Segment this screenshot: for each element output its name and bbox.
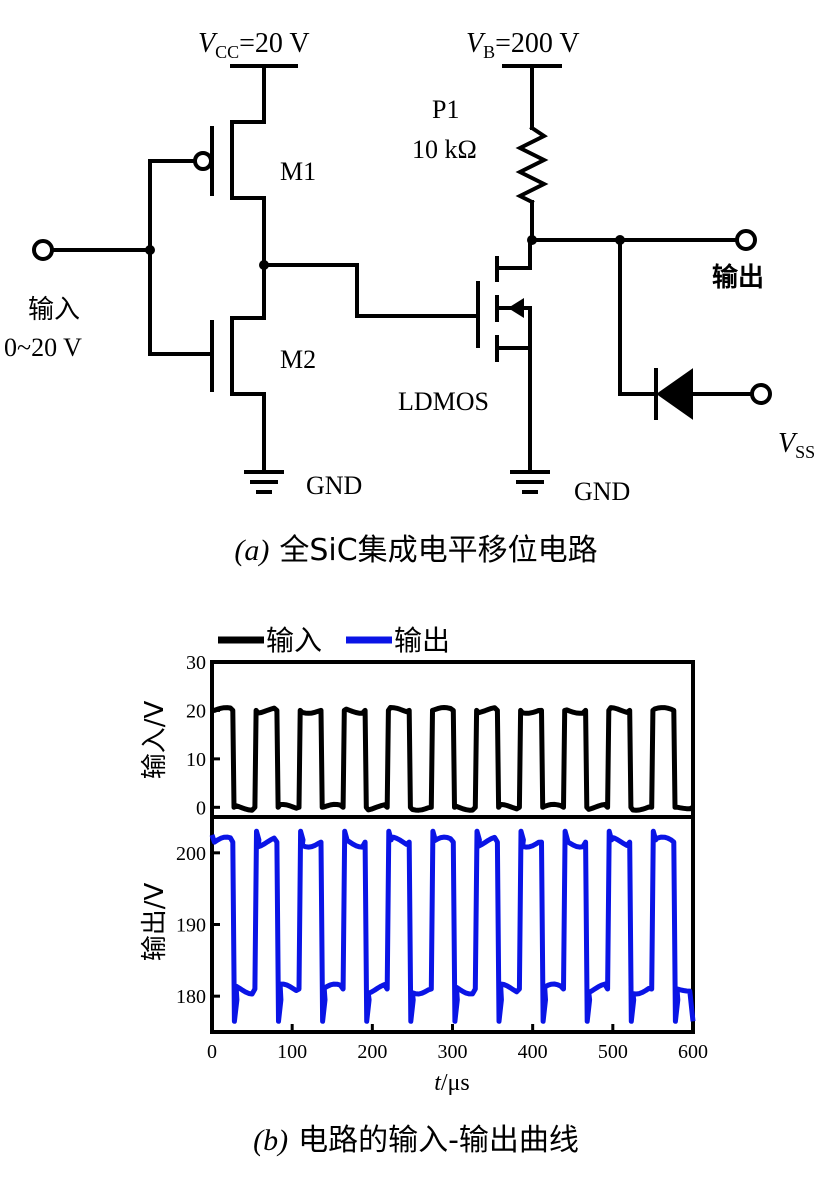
chart: 输入 输出 0 10 20 30 输入/V 180 190 200 输出/V 0 100 20… (140, 624, 708, 1096)
y-tick-label: 200 (176, 843, 206, 865)
y-tick-label: 190 (176, 915, 206, 937)
input-series-line (211, 705, 695, 813)
ldmos-body-arrow (508, 298, 524, 318)
caption-b: (b)电路的输入-输出曲线 (253, 1123, 579, 1158)
panel-output: 180 190 200 输出/V (140, 815, 696, 1034)
input-terminal (32, 239, 54, 261)
input-range: 0~20 V (4, 333, 82, 362)
y-tick-label: 20 (186, 700, 206, 722)
caption-a: (a)全SiC集成电平移位电路 (234, 533, 597, 568)
input-y-axis-label: 输入/V (140, 701, 170, 780)
circuit-labels: VCC=20 V VB=200 V M1 M2 P1 10 kΩ 输入 0~20… (4, 28, 815, 506)
nmos-m2 (148, 316, 266, 396)
diode (654, 368, 693, 420)
resistor-p1 (515, 125, 549, 205)
ground-symbol-right (510, 470, 550, 494)
input-label: 输入 (28, 295, 80, 325)
x-tick-label: 200 (357, 1041, 387, 1063)
pmos-m1 (148, 120, 266, 200)
ldmos-transistor (476, 238, 532, 472)
vss-terminal (750, 383, 772, 405)
ldmos-label: LDMOS (398, 387, 489, 416)
output-series-line (209, 828, 696, 1024)
legend-label-output: 输出 (394, 624, 450, 657)
x-tick-label: 400 (518, 1041, 548, 1063)
x-tick-label: 600 (678, 1041, 708, 1063)
x-tick-label: 0 (207, 1041, 217, 1063)
resistor-name: P1 (432, 95, 459, 124)
y-tick-label: 0 (196, 797, 206, 819)
output-y-ticks: 180 190 200 (176, 843, 220, 1008)
ground-symbol-left (244, 470, 284, 494)
panel-input: 0 10 20 30 输入/V (140, 652, 695, 819)
input-junction (145, 245, 155, 255)
vcc-label: VCC=20 V (198, 28, 310, 62)
output-label: 输出 (712, 262, 764, 293)
output-y-axis-label: 输出/V (140, 883, 170, 962)
x-axis-label: t/μs (434, 1070, 470, 1096)
legend-label-input: 输入 (266, 624, 322, 657)
resistor-value: 10 kΩ (412, 135, 477, 164)
output-terminal (735, 229, 757, 251)
x-axis-ticks: 0 100 200 300 400 500 600 (207, 1024, 708, 1063)
x-tick-label: 300 (438, 1041, 468, 1063)
legend: 输入 输出 (218, 624, 450, 657)
input-y-ticks: 0 10 20 30 (186, 652, 220, 819)
gnd-label-left: GND (306, 471, 362, 500)
y-tick-label: 30 (186, 652, 206, 674)
m2-label: M2 (280, 345, 316, 374)
vb-label: VB=200 V (466, 28, 580, 62)
m1-label: M1 (280, 157, 316, 186)
gnd-label-right: GND (574, 477, 630, 506)
y-tick-label: 10 (186, 749, 206, 771)
circuit-diagram (32, 64, 772, 494)
vss-label: VSS (778, 428, 815, 462)
pmos-gate-bubble (193, 151, 213, 171)
x-tick-label: 500 (598, 1041, 628, 1063)
y-tick-label: 180 (176, 986, 206, 1008)
x-tick-label: 100 (277, 1041, 307, 1063)
